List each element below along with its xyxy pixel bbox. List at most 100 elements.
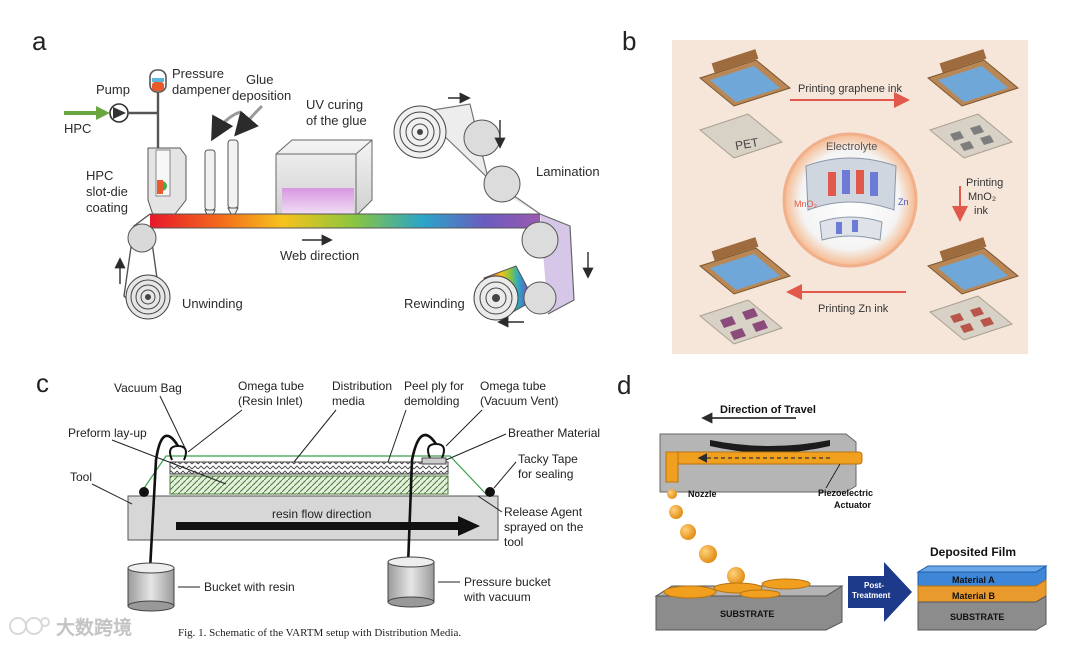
label-release-1: Release Agent: [504, 505, 583, 519]
label-vacuum-bag: Vacuum Bag: [114, 381, 182, 395]
label-uv-glue: of the glue: [306, 113, 367, 128]
label-printing-zn: Printing Zn ink: [818, 303, 889, 315]
label-substrate-2: SUBSTRATE: [950, 612, 1004, 622]
screen-printer-top-right-icon: [926, 49, 1020, 107]
label-release-2: sprayed on the: [504, 520, 584, 534]
label-pressure: Pressure: [172, 66, 224, 81]
label-printing-mno2-2: MnO₂: [968, 191, 996, 203]
label-unwinding: Unwinding: [182, 296, 243, 311]
label-direction-travel: Direction of Travel: [720, 404, 816, 416]
substrate-graphene-icon: [928, 113, 1014, 159]
roller-rewind-top-icon: [521, 221, 559, 259]
label-preform: Preform lay-up: [68, 426, 147, 440]
label-printing-graphene: Printing graphene ink: [798, 83, 902, 95]
label-tool: Tool: [70, 470, 92, 484]
label-dampener: dampener: [172, 82, 231, 97]
label-distribution-1: Distribution: [332, 379, 392, 393]
panel-b: b PET Printing graphene ink: [622, 26, 1028, 354]
watermark-logo-icon: [9, 617, 50, 635]
label-hpc: HPC: [64, 121, 91, 136]
label-lamination: Lamination: [536, 164, 600, 179]
label-omega-inlet-1: Omega tube: [238, 379, 304, 393]
screen-printer-bottom-left-icon: [698, 237, 792, 295]
label-post-1: Post-: [864, 581, 884, 590]
omega-tube-inlet-icon: [169, 444, 187, 461]
label-peel-ply-2: demolding: [404, 394, 459, 408]
panel-a: a HPC Pump Pressure dampener Glue deposi…: [32, 26, 600, 328]
label-web-direction: Web direction: [280, 248, 359, 263]
tacky-tape-left: [139, 487, 149, 497]
label-rewinding: Rewinding: [404, 296, 465, 311]
figure-caption: Fig. 1. Schematic of the VARTM setup wit…: [178, 627, 461, 639]
label-deposited-film: Deposited Film: [930, 545, 1016, 559]
label-printing-mno2-1: Printing: [966, 177, 1003, 189]
substrate-zn-icon: [698, 299, 784, 345]
ink-droplets: [667, 489, 745, 585]
label-zn-small: Zn: [898, 197, 909, 207]
unwinding-roll-icon: [125, 274, 171, 320]
label-glue: Glue: [246, 72, 273, 87]
label-pressure-bucket-2: with vacuum: [463, 590, 531, 604]
rewinding-roll-icon: [473, 265, 535, 321]
panel-c: c resin flow direction Bucket with: [36, 368, 600, 639]
hpc-inlet-arrow-icon: [64, 106, 110, 120]
pump-icon: [109, 103, 129, 123]
tacky-tape-right: [485, 487, 495, 497]
distribution-media: [169, 461, 449, 475]
label-nozzle: Nozzle: [688, 489, 717, 499]
label-release-3: tool: [504, 535, 523, 549]
label-post-2: Treatment: [852, 591, 891, 600]
label-piezo-2: Actuator: [834, 500, 871, 510]
substrate-mno2-icon: [928, 295, 1014, 341]
label-material-a: Material A: [952, 575, 995, 585]
droplet-2: [669, 505, 683, 519]
label-breather: Breather Material: [508, 426, 600, 440]
panel-c-letter: c: [36, 368, 49, 398]
deposited-film-stack: [916, 565, 1048, 631]
droplet-3: [680, 524, 696, 540]
resin-bucket-icon: [127, 562, 175, 612]
roller-rewind-bottom-icon: [523, 281, 557, 315]
panel-d: d Direction of Travel Nozzle Piezoelectr…: [617, 370, 1048, 631]
label-uv-curing: UV curing: [306, 97, 363, 112]
label-omega-vent-2: (Vacuum Vent): [480, 394, 558, 408]
droplet-5: [727, 567, 745, 585]
roller-unwind-top-icon: [127, 223, 157, 253]
watermark: 大数跨境: [9, 616, 132, 639]
watermark-text: 大数跨境: [56, 616, 132, 639]
label-omega-inlet-2: (Resin Inlet): [238, 394, 303, 408]
lamination-roll-icon: [393, 105, 447, 159]
web-film: [150, 214, 540, 228]
vacuum-bag: [139, 455, 487, 495]
slot-die-icon: [147, 147, 187, 219]
label-tacky-2: for sealing: [518, 467, 573, 481]
label-omega-vent-1: Omega tube: [480, 379, 546, 393]
label-pet: PET: [734, 135, 760, 153]
label-electrolyte: Electrolyte: [826, 141, 877, 153]
substrate-block: [654, 578, 844, 631]
flexible-battery-icon: [805, 157, 897, 241]
label-bucket-resin: Bucket with resin: [204, 580, 295, 594]
screen-printer-top-left-icon: [698, 49, 792, 107]
label-deposition: deposition: [232, 88, 291, 103]
pressure-dampener-icon: [149, 69, 167, 93]
label-tacky-1: Tacky Tape: [518, 452, 578, 466]
label-material-b: Material B: [952, 591, 996, 601]
post-treatment-arrow-icon: [848, 562, 912, 622]
label-substrate: SUBSTRATE: [720, 609, 774, 619]
label-resin-flow: resin flow direction: [272, 507, 371, 521]
droplet-1: [667, 489, 677, 499]
label-pump: Pump: [96, 82, 130, 97]
droplet-4: [699, 545, 717, 563]
tool-plate: [127, 495, 499, 541]
label-distribution-2: media: [332, 394, 365, 408]
label-slot-die: slot-die: [86, 184, 128, 199]
label-slot-coating: coating: [86, 200, 128, 215]
screen-printer-bottom-right-icon: [926, 237, 1020, 295]
pet-substrate-icon: [698, 113, 784, 159]
label-pressure-bucket-1: Pressure bucket: [464, 575, 551, 589]
label-piezo-1: Piezoelectric: [818, 488, 873, 498]
glue-nozzle-2-icon: [227, 139, 239, 220]
